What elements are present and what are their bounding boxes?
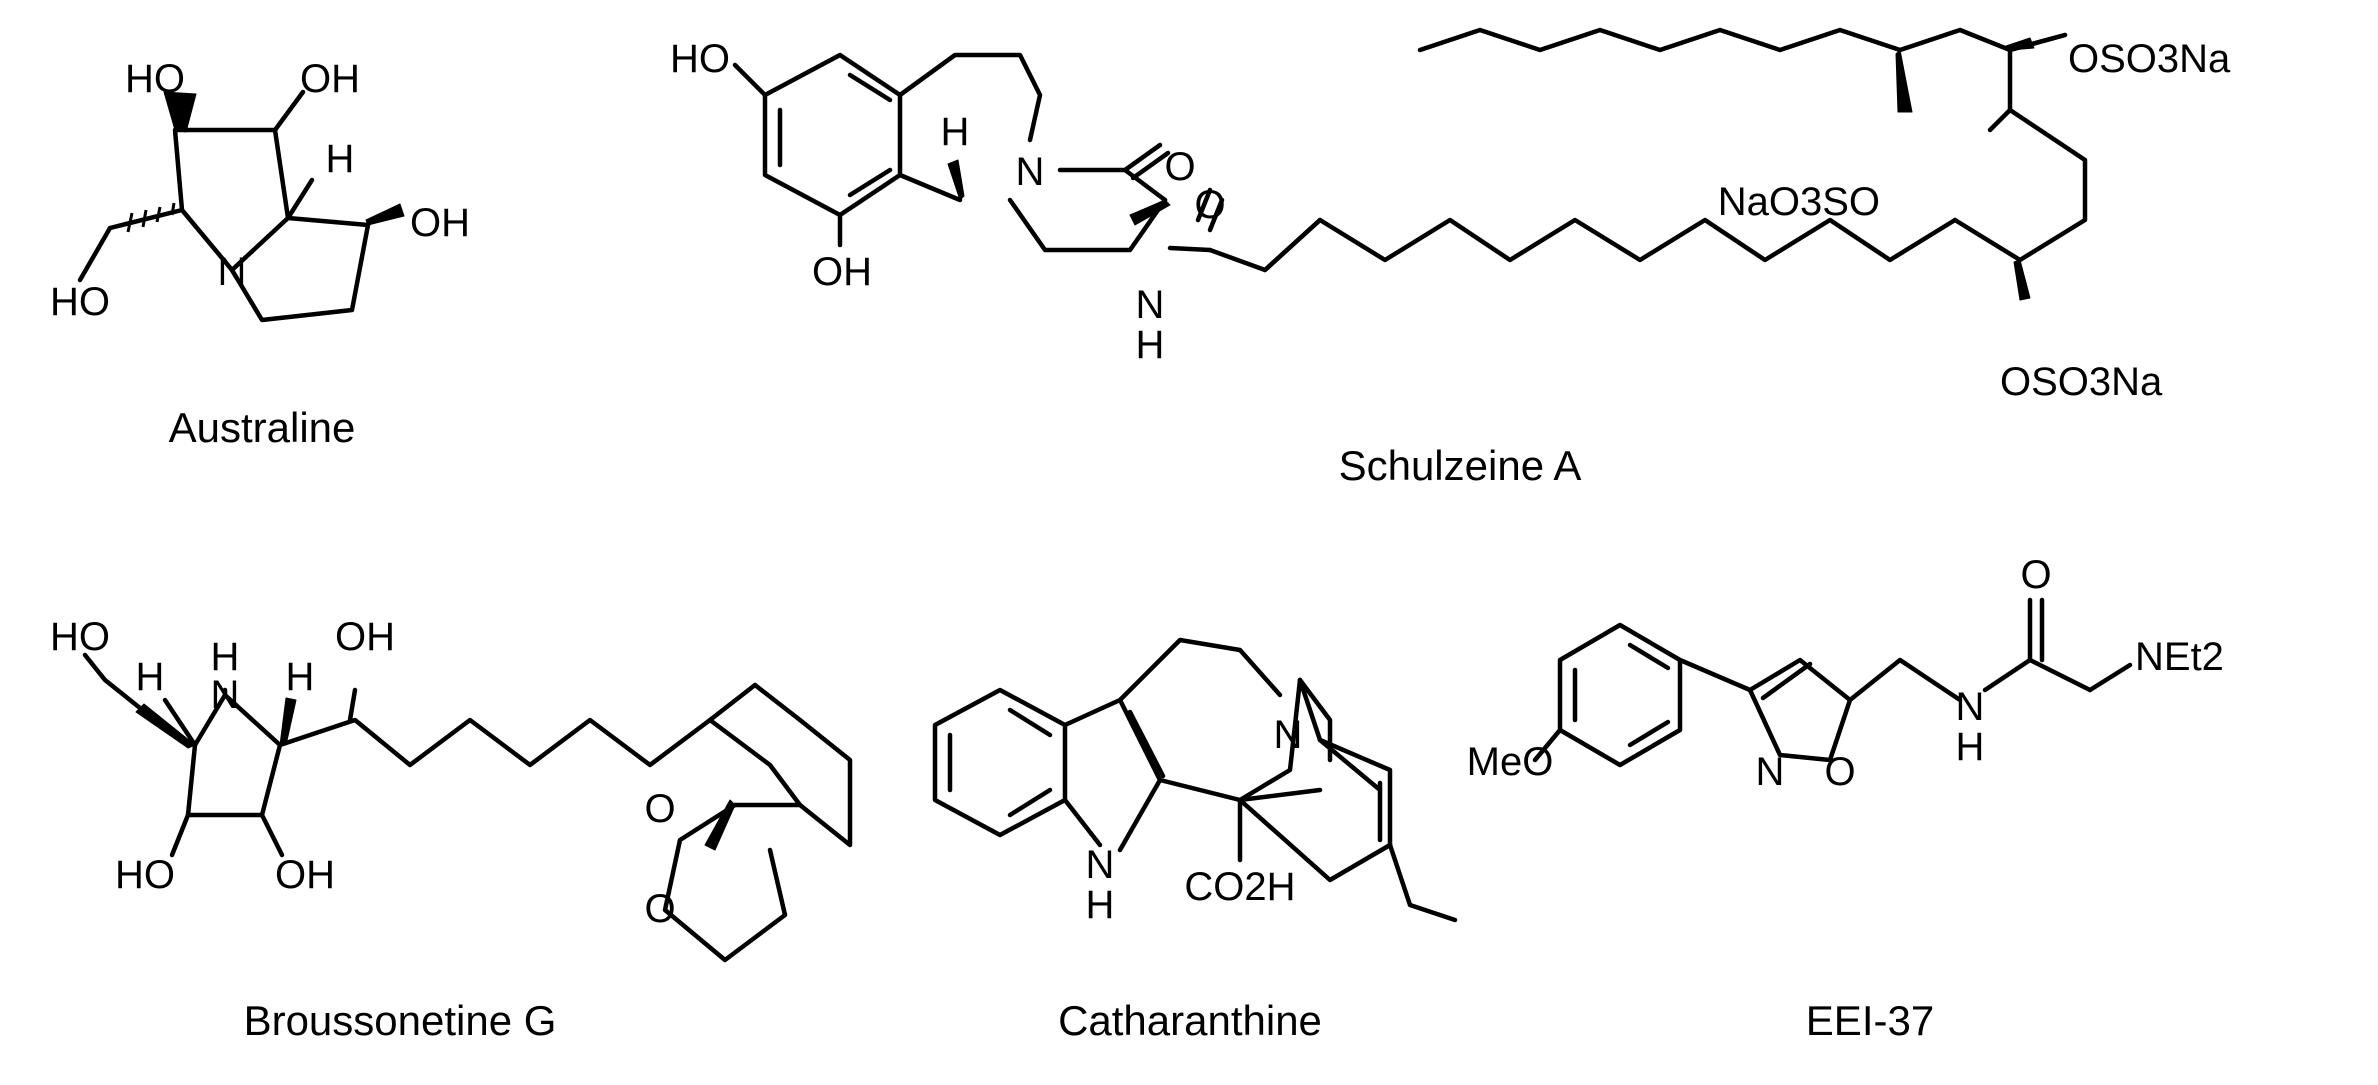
catharanthine-name: Catharanthine [1058,997,1322,1044]
broussonetine-name: Broussonetine G [244,997,557,1044]
schulzeine-n-ring: N [1016,150,1045,194]
schulzeine-h: H [941,110,970,154]
australine-ho-left: HO [50,280,110,324]
australine-oh-right: OH [410,201,470,245]
eei37-h: H [1956,725,1985,769]
molecule-eei-37: MeO N O N H O NEt2 EEI-37 [1467,553,2224,1044]
schulzeine-name: Schulzeine A [1339,442,1582,489]
eei37-o-isoxazole: O [1824,750,1855,794]
eei37-net2: NEt2 [2135,635,2224,679]
schulzeine-o-keto: O [1164,145,1195,189]
broussonetine-o-furan: O [644,887,675,931]
molecule-broussonetine-g: HO H N H H OH HO OH O O Broussonetine G [50,615,853,1044]
broussonetine-oh-bottom: OH [275,853,335,897]
broussonetine-h-nh: H [211,635,240,679]
australine-h: H [326,137,355,181]
broussonetine-h-right: H [286,655,315,699]
schulzeine-oso3na-top: OSO3Na [2068,37,2231,81]
eei37-n-isoxazole: N [1756,750,1785,794]
broussonetine-ho-top: HO [50,615,110,659]
eei37-meo: MeO [1467,740,1554,784]
molecule-australine: HO OH H OH N HO Australine [50,57,470,451]
eei37-nh: N [1956,685,1985,729]
broussonetine-ho-bottom: HO [115,853,175,897]
molecule-catharanthine: N N H CO2H Catharanthine [932,637,1458,1044]
broussonetine-oh-top: OH [335,615,395,659]
broussonetine-o-pyran: O [644,787,675,831]
schulzeine-ho: HO [670,37,730,81]
schulzeine-naso3o: NaO3SO [1718,180,1880,224]
schulzeine-n-amide: N [1136,283,1165,327]
australine-oh-top: OH [300,57,360,101]
eei37-o-amide: O [2020,553,2051,597]
broussonetine-h-left: H [136,655,165,699]
australine-ho-top: HO [125,57,185,101]
australine-n: N [218,250,247,294]
molecule-schulzeine-a: HO OH H N O N H O NaO3SO OSO3Na OSO3Na S… [670,27,2231,489]
schulzeine-oso3na-bottom: OSO3Na [2000,360,2163,404]
eei37-name: EEI-37 [1806,997,1934,1044]
catharanthine-n-indole: N [1086,843,1115,887]
schulzeine-o-amide: O [1194,183,1225,227]
schulzeine-h-amide: H [1136,323,1165,367]
schulzeine-oh: OH [812,250,872,294]
catharanthine-co2h: CO2H [1184,865,1295,909]
catharanthine-n-bridge: N [1274,713,1303,757]
broussonetine-n: N [211,673,240,717]
australine-name: Australine [169,404,356,451]
catharanthine-h-indole: H [1086,883,1115,927]
